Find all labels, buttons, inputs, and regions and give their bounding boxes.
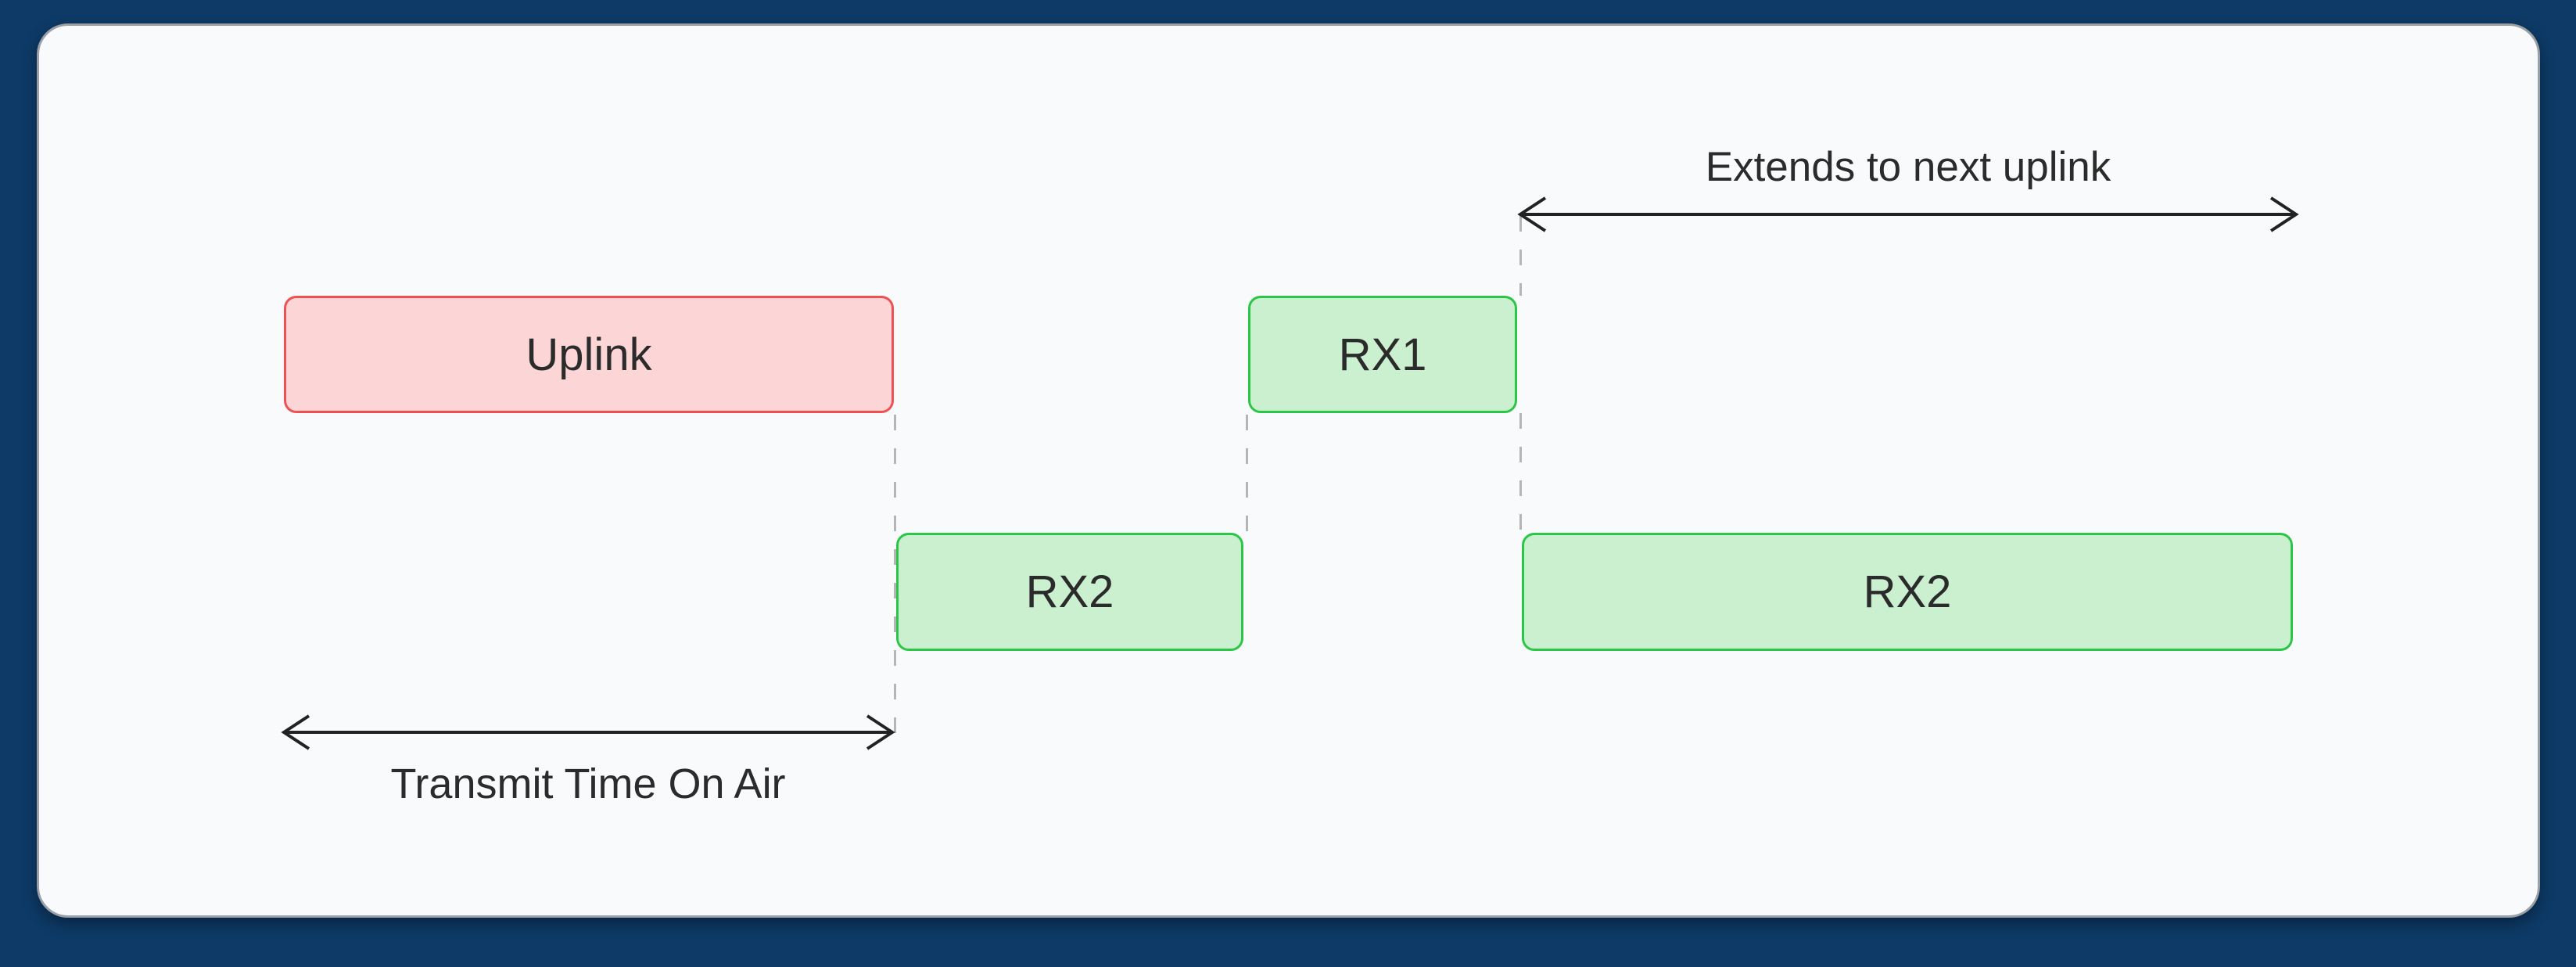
transmit-time-arrow-icon — [281, 714, 895, 750]
transmit-time-label: Transmit Time On Air — [390, 760, 786, 807]
rx1-box-label: RX1 — [1338, 329, 1427, 380]
extends-to-next-uplink-label: Extends to next uplink — [1705, 144, 2111, 190]
rx2-window1-box: RX2 — [896, 533, 1243, 651]
dashed-guide-rx1-end-bottom — [1519, 413, 1522, 533]
dashed-guide-rx1-end-top — [1519, 216, 1522, 296]
rx2-window1-box-label: RX2 — [1025, 566, 1114, 617]
rx2-window2-box-label: RX2 — [1863, 566, 1952, 617]
rx1-box: RX1 — [1248, 296, 1517, 413]
uplink-box: Uplink — [284, 296, 894, 413]
uplink-box-label: Uplink — [526, 329, 652, 380]
dashed-guide-uplink-end — [894, 415, 896, 734]
extends-to-next-uplink-arrow-icon — [1517, 196, 2299, 232]
rx2-window2-box: RX2 — [1522, 533, 2293, 651]
dashed-guide-rx1-start — [1246, 415, 1248, 533]
diagram-panel: Uplink RX1 RX2 RX2 Transmit Time On A — [37, 23, 2540, 918]
